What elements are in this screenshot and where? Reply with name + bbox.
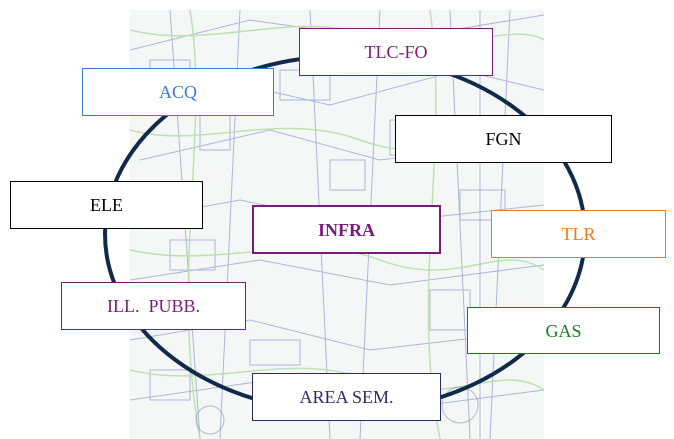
node-tlr: TLR [491,210,666,258]
node-area-sem: AREA SEM. [252,373,441,421]
node-infra-center: INFRA [252,205,441,254]
node-fgn: FGN [395,115,612,163]
node-ill-pubb: ILL. PUBB. [61,282,246,330]
node-ele: ELE [10,181,203,229]
node-gas: GAS [467,307,660,354]
node-tlc-fo: TLC-FO [299,28,493,76]
node-acq: ACQ [82,68,274,116]
